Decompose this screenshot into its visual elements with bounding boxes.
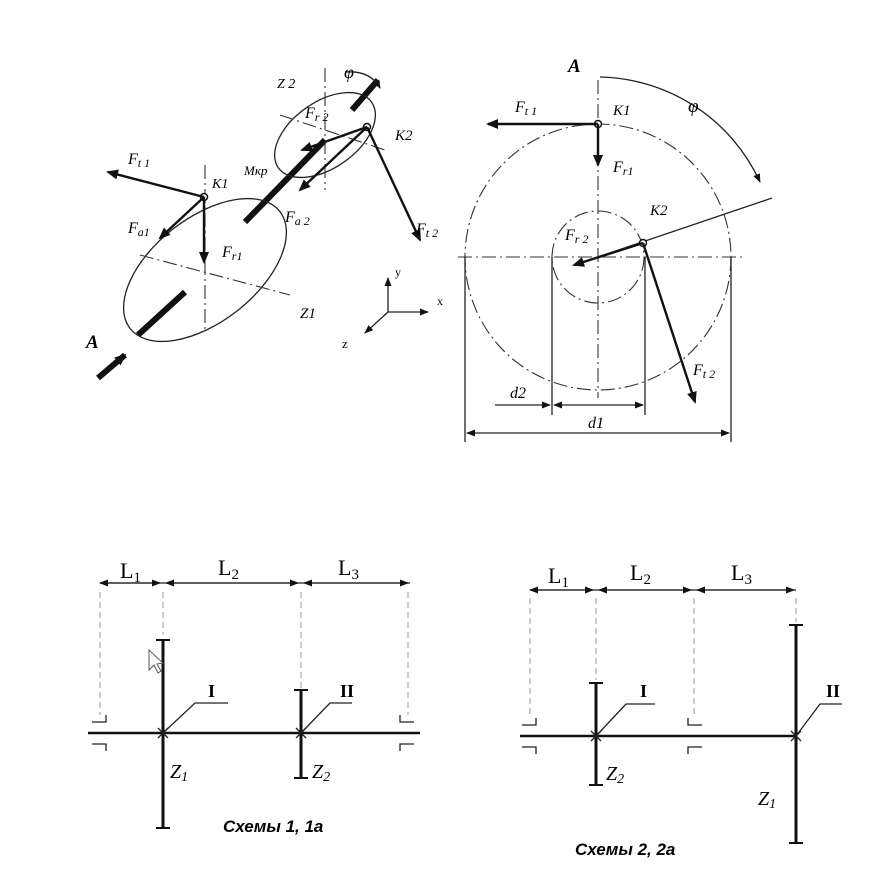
s2-label-ii: II: [826, 681, 840, 701]
s2-label-i: I: [640, 681, 647, 701]
mouse-cursor-icon: [148, 648, 165, 674]
force-fr2-front: [572, 241, 644, 267]
s2-leader-i: [595, 703, 655, 737]
s1-bearing-right: [399, 715, 414, 751]
s1-label-z2: Z2: [312, 761, 330, 785]
s1-label-l3: L3: [338, 555, 359, 583]
label-z1-iso: Z1: [300, 306, 316, 322]
scheme-2: L1 L2 L3 I II Z2 Z1 Схемы 2, 2а: [520, 560, 842, 859]
s1-caption: Схемы 1, 1а: [223, 817, 323, 836]
label-k1-front: K1: [612, 103, 631, 119]
s1-label-z1: Z1: [170, 761, 188, 785]
front-view: A Ft 1 K1 φ Fr1 K2 Fr 2 Ft 2 d2 d1: [458, 56, 773, 442]
label-a-left: A: [85, 332, 99, 353]
label-mkr: Mкр: [243, 163, 268, 178]
label-ft2-front: Ft 2: [692, 362, 715, 381]
phi-arc-front: [599, 76, 761, 183]
label-a-front: A: [567, 56, 581, 77]
s1-leader-i: [162, 702, 228, 734]
label-fa1-iso: Fa1: [127, 220, 150, 239]
force-ft1-arrow: [106, 169, 205, 199]
label-ft1-front: Ft 1: [514, 99, 537, 118]
s2-bearing-right: [687, 718, 702, 754]
label-axis-y: y: [395, 265, 401, 279]
force-fa1-arrow: [158, 196, 205, 240]
label-axis-x: x: [437, 294, 443, 308]
s1-label-i: I: [208, 681, 215, 701]
s2-caption: Схемы 2, 2а: [575, 840, 675, 859]
s2-label-l2: L2: [630, 560, 651, 588]
force-fa2-arrow: [298, 126, 368, 192]
force-ft2-front: [641, 242, 697, 404]
isometric-shaft-view: A Z 2 φ Fr 2 K2 Ft 1 Mкр K1 Fa 2 Ft 2 Fa…: [85, 62, 443, 381]
label-k2-iso: K2: [394, 128, 413, 144]
label-fr1-iso: Fr1: [221, 244, 242, 263]
s2-bearing-left: [522, 718, 537, 754]
label-k1-iso: K1: [211, 177, 228, 192]
s1-bearing-left: [92, 715, 107, 751]
scheme-1: L1 L2 L3 I II Z1 Z2 Схемы 1, 1а: [88, 555, 420, 836]
force-fr2-arrow: [300, 125, 368, 152]
shaft-segment: [242, 137, 328, 225]
gear-z2-ellipse: [273, 91, 377, 179]
label-ft1-iso: Ft 1: [127, 151, 150, 170]
force-ft2-arrow: [365, 126, 422, 242]
s2-leader-ii: [795, 703, 842, 737]
s1-label-l1: L1: [120, 558, 141, 586]
s2-label-l3: L3: [731, 560, 752, 588]
label-fa2-iso: Fa 2: [284, 209, 310, 228]
s2-label-z1: Z1: [758, 788, 776, 812]
s1-leader-ii: [300, 702, 352, 734]
label-fr2-front: Fr 2: [564, 227, 588, 246]
axis-z-line: [364, 311, 389, 334]
phi-arc: [344, 71, 381, 89]
shaft-input-arrow: [96, 352, 127, 381]
s1-label-l2: L2: [218, 555, 239, 583]
label-phi-front: φ: [688, 96, 699, 117]
label-fr2-iso: Fr 2: [304, 105, 328, 124]
gear-z1-centerline: [139, 254, 291, 296]
label-k2-front: K2: [649, 203, 668, 219]
label-z2-iso: Z 2: [277, 77, 295, 92]
label-ft2-iso: Ft 2: [415, 221, 438, 240]
s2-label-l1: L1: [548, 563, 569, 591]
gear-z1-ellipse: [122, 197, 288, 343]
s2-label-z2: Z2: [606, 763, 624, 787]
label-d2: d2: [510, 385, 526, 402]
label-phi-iso: φ: [344, 62, 354, 82]
shaft-segment: [135, 289, 188, 338]
gear-z2-centerline: [279, 114, 386, 151]
label-d1: d1: [588, 415, 604, 432]
s1-label-ii: II: [340, 681, 354, 701]
label-fr1-front: Fr1: [612, 159, 633, 178]
label-axis-z: z: [342, 336, 348, 351]
